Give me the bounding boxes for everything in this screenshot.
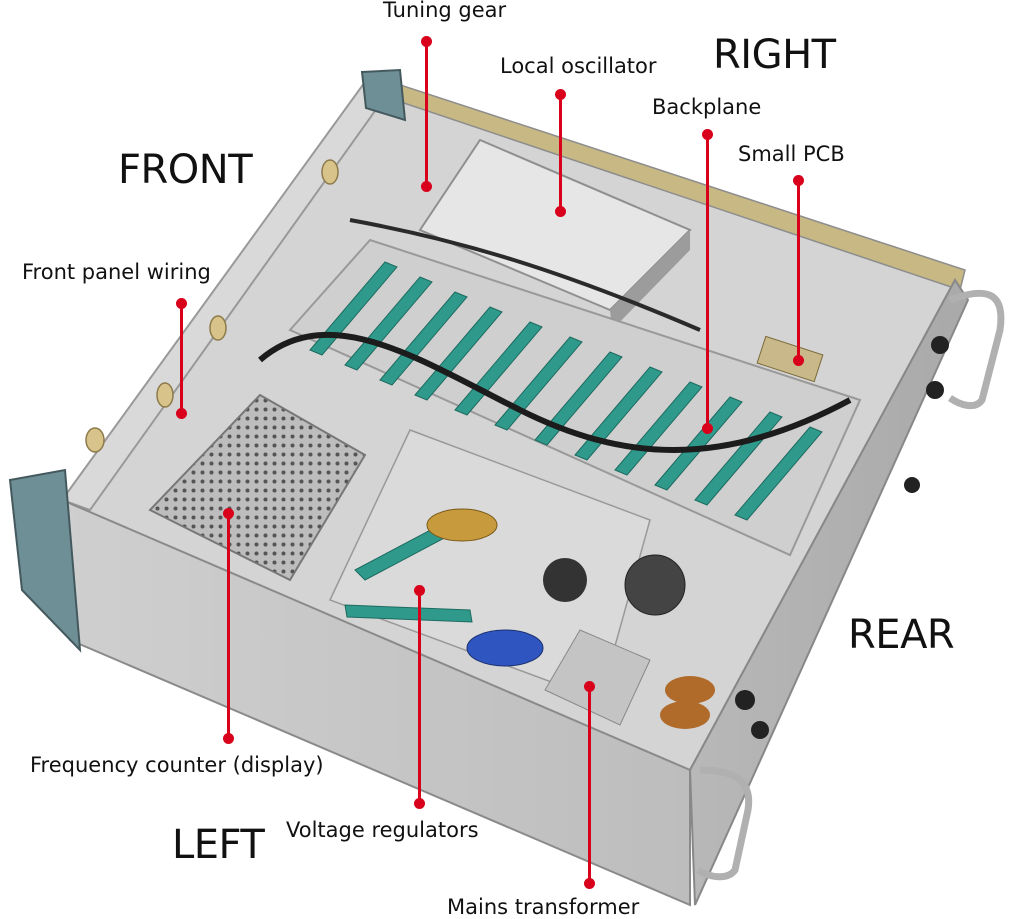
leader-mains-transformer (588, 686, 591, 883)
handle-rear-bottom (696, 766, 753, 881)
rear-connectors (735, 336, 949, 739)
label-small-pcb: Small PCB (738, 142, 845, 166)
dot-tuning-gear (421, 36, 432, 47)
transformer-terminals (544, 629, 651, 726)
dot-local-oscillator (555, 89, 566, 100)
leader-frequency-counter (227, 513, 230, 738)
front-knobs (85, 159, 339, 453)
label-mains-transformer: Mains transformer (447, 895, 640, 919)
small-pcb (756, 335, 824, 383)
label-voltage-regulators: Voltage regulators (286, 818, 479, 842)
label-left: LEFT (172, 822, 265, 868)
wiring-loom (258, 331, 852, 453)
dot-mains-transformer (584, 681, 595, 692)
capacitor-blue (466, 629, 544, 667)
leader-tuning-gear (425, 40, 428, 185)
transformer-valve (624, 554, 686, 616)
label-backplane: Backplane (652, 95, 762, 119)
leader-backplane (706, 133, 709, 428)
label-frequency-counter: Frequency counter (display) (30, 753, 324, 777)
rear-wall (688, 278, 970, 906)
frequency-counter-box (148, 393, 367, 582)
rack-ear-left (8, 468, 82, 653)
handle-rear-top (947, 289, 1005, 410)
leader-voltage-regulators (418, 590, 421, 803)
rack-ear-top (360, 68, 407, 122)
dot-frequency-counter (223, 508, 234, 519)
dot-voltage-regulators (414, 585, 425, 596)
regulator-connectors (344, 524, 473, 623)
leader-local-oscillator (559, 93, 562, 211)
capacitor-gold (426, 508, 498, 542)
leader-front-panel-wiring (180, 303, 183, 413)
dot-small-pcb (793, 175, 804, 186)
dot-front-panel-wiring (176, 298, 187, 309)
label-tuning-gear: Tuning gear (383, 0, 507, 22)
label-local-oscillator: Local oscillator (500, 54, 657, 78)
label-rear: REAR (848, 612, 955, 658)
power-supply-tray (328, 429, 651, 701)
dot-backplane (702, 129, 713, 140)
label-right: RIGHT (713, 32, 836, 78)
leader-small-pcb (797, 180, 800, 360)
label-front-panel-wiring: Front panel wiring (22, 260, 211, 284)
label-front: FRONT (118, 147, 253, 193)
